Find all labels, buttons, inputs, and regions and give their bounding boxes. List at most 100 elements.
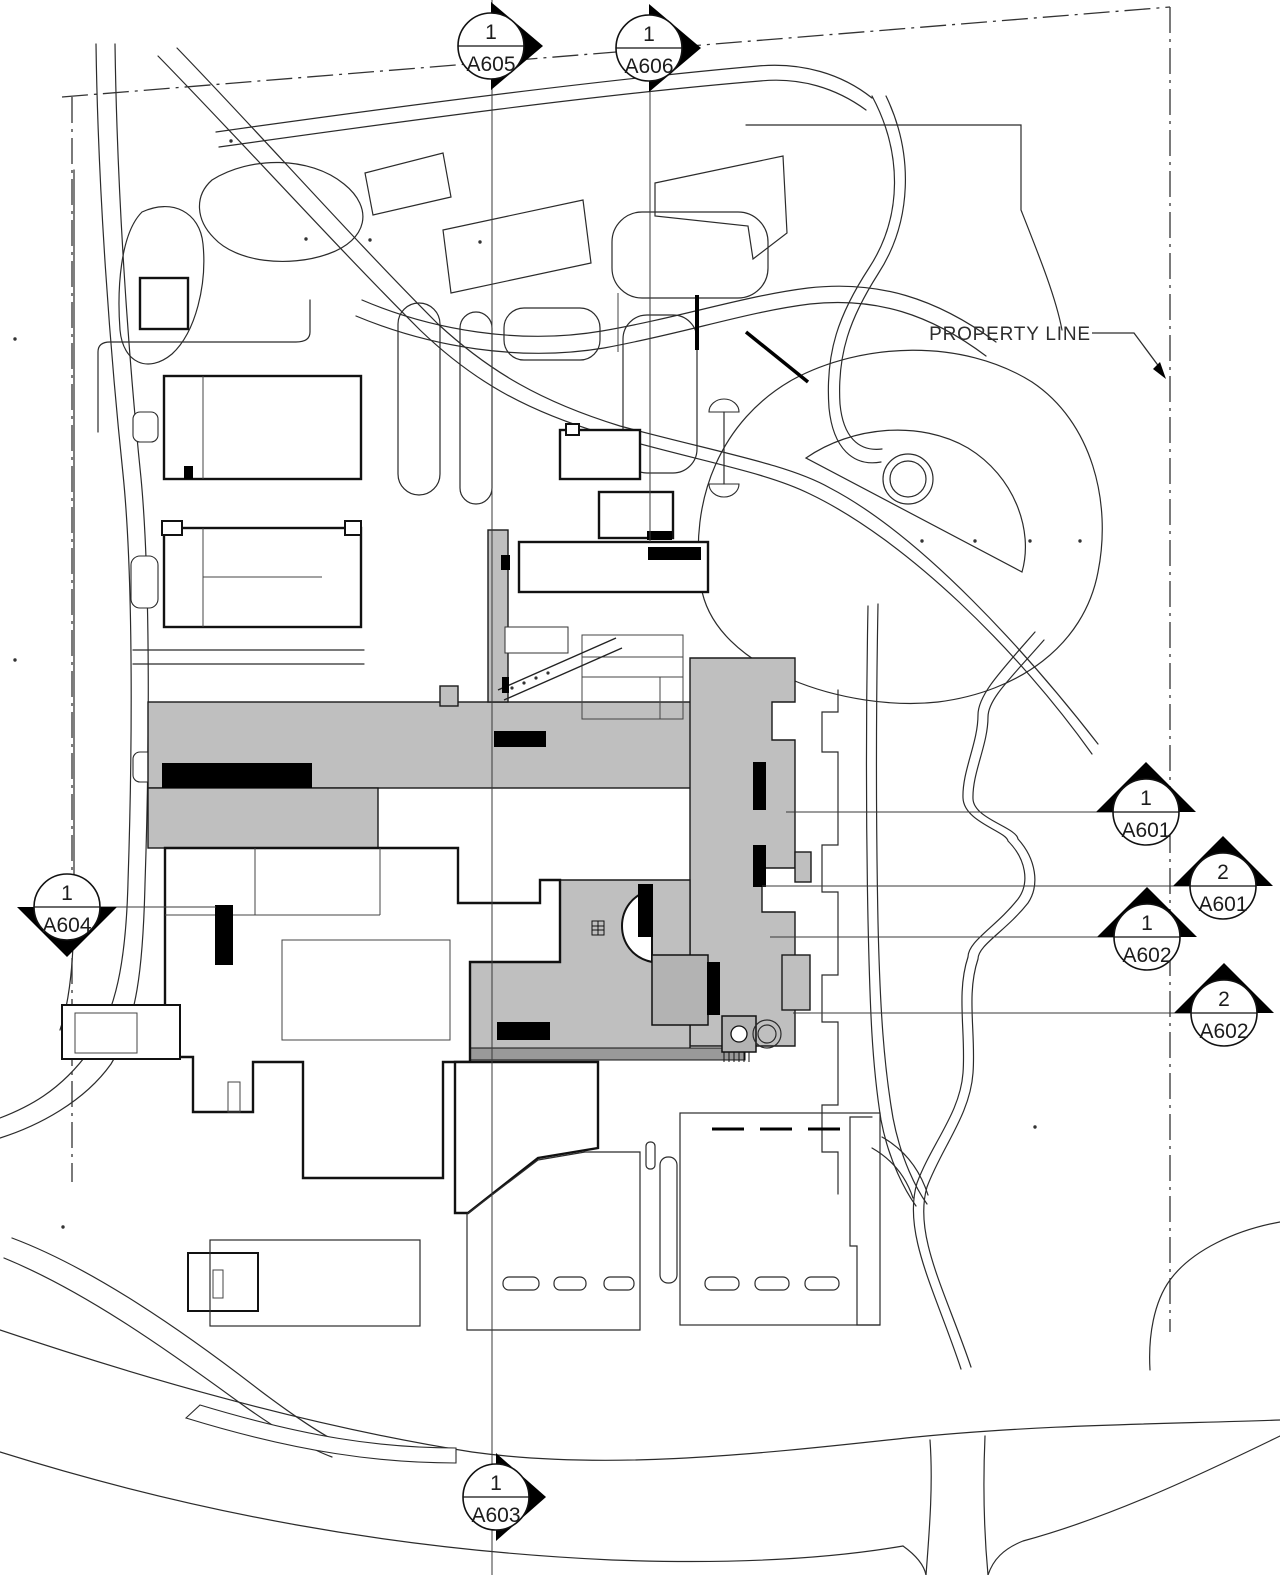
service-comb-path: [821, 689, 839, 1195]
gray-building-stub: [794, 851, 812, 883]
shadow-bar: [502, 677, 509, 693]
property-line-label: PROPERTY LINE: [929, 324, 1091, 345]
road-loop-large: [697, 349, 1103, 705]
road-loop: [118, 206, 205, 365]
south-wing: [453, 1060, 600, 1215]
parking-island: [659, 1156, 678, 1284]
parking-island: [503, 307, 601, 361]
gray-building-stub: [781, 954, 811, 1011]
marker-sheet: A601: [1198, 893, 1247, 916]
column-dot: [546, 671, 550, 675]
building-slot: [227, 1081, 241, 1113]
road-loop-inner: [804, 429, 1026, 573]
annex-detail: [74, 1012, 138, 1054]
road-path: [355, 301, 987, 357]
building-stub: [132, 411, 159, 443]
stream-path: [827, 95, 896, 464]
marker-sheet: A603: [471, 1504, 520, 1527]
property-line-callout: PROPERTY LINE: [929, 324, 1166, 379]
courtyard: [281, 939, 451, 1041]
island-cap: [708, 483, 740, 498]
section-marker-a602-1[interactable]: 1 A602: [1097, 887, 1197, 971]
lawn-quad: [442, 199, 592, 294]
section-marker-a601-1[interactable]: 1 A601: [1096, 762, 1196, 846]
marker-number: 1: [1140, 787, 1152, 810]
gray-inner-block: [651, 954, 709, 1026]
building: [138, 276, 190, 331]
leader-arrow-icon: [1153, 362, 1166, 379]
section-lines: [100, 0, 1191, 1575]
building-edge-step: [849, 1116, 881, 1326]
small-building: [597, 490, 675, 540]
curb-line: [881, 1136, 929, 1196]
road-path: [983, 1435, 989, 1575]
road-path: [865, 605, 917, 1207]
parking-lots: [209, 1112, 881, 1331]
parking-island: [704, 1276, 740, 1291]
road-path: [176, 47, 1099, 745]
main-building: [61, 846, 605, 1312]
central-complex: [147, 423, 812, 1062]
section-marker-a605[interactable]: 1 A605: [457, 2, 543, 90]
parking-island: [622, 314, 698, 474]
section-marker-a601-2[interactable]: 2 A601: [1173, 836, 1273, 920]
marker-number: 1: [1141, 912, 1153, 935]
column-dot: [534, 676, 538, 680]
road-path: [0, 1329, 1280, 1461]
section-marker-a603[interactable]: 1 A603: [462, 1453, 546, 1541]
marker-sheet: A602: [1199, 1020, 1248, 1043]
section-marker-a604[interactable]: 1 A604: [17, 873, 117, 957]
column-dot: [522, 681, 526, 685]
road-path: [902, 1545, 927, 1575]
road-path: [0, 43, 132, 1119]
road-bridge-segment: [744, 330, 810, 384]
parking-island: [645, 1141, 656, 1170]
parking-island: [754, 1276, 790, 1291]
parking-lot: [466, 1151, 641, 1331]
building-shadow-bar: [648, 547, 701, 560]
section-marker-a602-2[interactable]: 2 A602: [1174, 963, 1274, 1047]
parking-island: [553, 1276, 587, 1291]
white-slab: [504, 626, 569, 654]
marker-sheet: A605: [466, 53, 515, 76]
road-circle-loop: [882, 453, 934, 505]
stair-bridge: [497, 637, 617, 691]
gray-building-block: [147, 787, 379, 849]
road-path: [925, 1439, 932, 1575]
road-path: [987, 1435, 1280, 1575]
building-detail: [184, 466, 193, 479]
road-median: [184, 1404, 457, 1464]
building-tab: [161, 520, 183, 536]
road-network: [0, 43, 1280, 1575]
shadow-bar: [215, 905, 233, 965]
shadow-bar: [707, 962, 720, 1015]
road-circle-loop: [889, 460, 927, 498]
west-annex: [61, 1004, 181, 1060]
road-path: [361, 285, 997, 343]
island-cap: [708, 398, 740, 413]
marker-sheet: A604: [42, 914, 91, 937]
main-building-footprint: [163, 846, 562, 1180]
lawn-quad: [364, 152, 452, 216]
building-notch: [565, 423, 580, 436]
road-path: [59, 169, 75, 1031]
marker-sheet: A606: [624, 55, 673, 78]
stream-path: [923, 639, 1045, 1368]
gray-dark-strip: [469, 1047, 746, 1061]
parking-island: [459, 311, 493, 505]
parking-island: [502, 1276, 540, 1291]
section-marker-a606[interactable]: 1 A606: [615, 4, 701, 92]
road-path: [0, 1451, 904, 1563]
shadow-bar: [753, 762, 766, 810]
marker-number: 1: [61, 882, 73, 905]
marker-sheet: A601: [1121, 819, 1170, 842]
lawn-edge: [654, 155, 788, 261]
parking-island: [397, 302, 441, 496]
road-path: [215, 64, 873, 133]
parking-island: [603, 1276, 635, 1291]
marker-number: 2: [1217, 861, 1229, 884]
survey-dots: [13, 139, 1082, 1229]
lawn-blob: [611, 211, 769, 299]
